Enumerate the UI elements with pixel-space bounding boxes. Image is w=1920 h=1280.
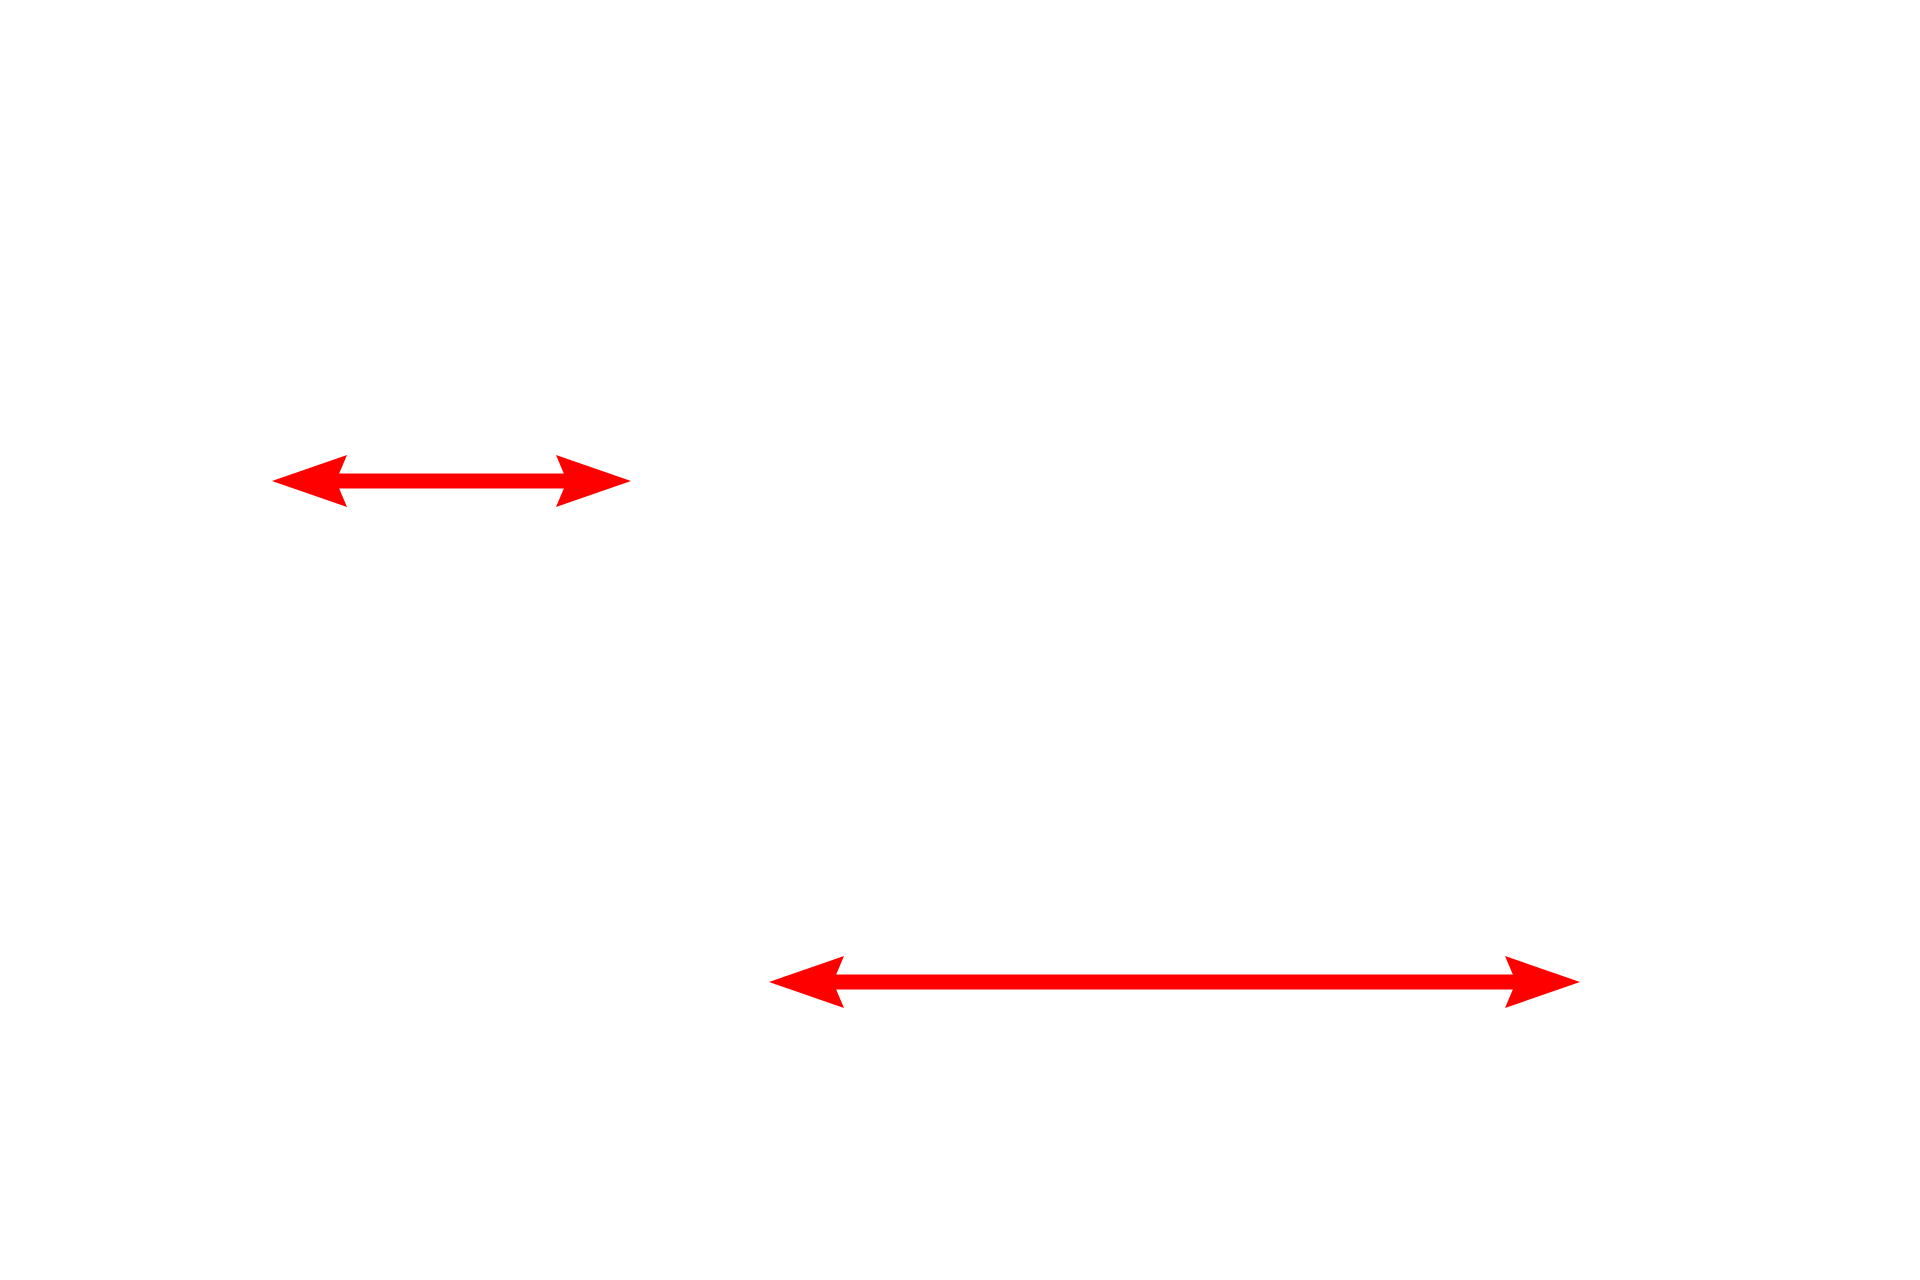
double-arrow-upper-left [272, 455, 631, 507]
double-arrow-lower-right [769, 956, 1580, 1008]
arrow-shaft [833, 974, 1516, 990]
arrowhead-right [1505, 956, 1580, 1008]
arrow-shaft [336, 473, 567, 489]
arrowhead-left [769, 956, 844, 1008]
arrowhead-right [556, 455, 631, 507]
arrowhead-left [272, 455, 347, 507]
